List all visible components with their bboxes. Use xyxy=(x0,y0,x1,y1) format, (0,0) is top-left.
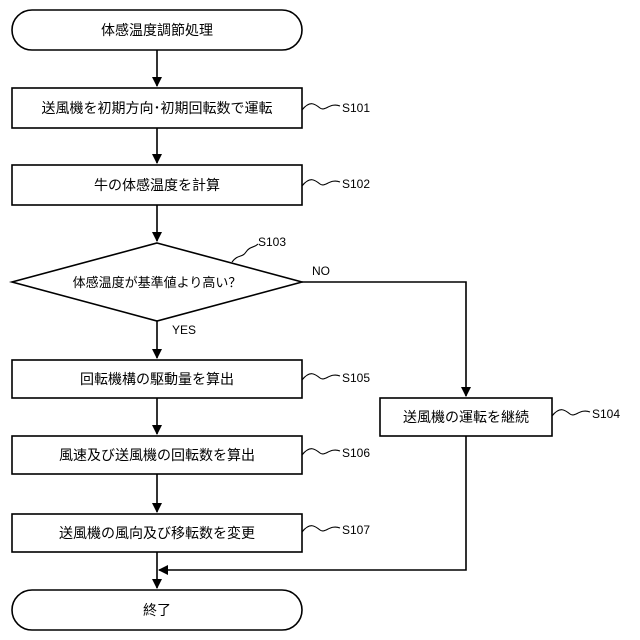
step-s106-id: S106 xyxy=(342,446,370,460)
step-s105-callout xyxy=(302,374,340,380)
step-s102-callout xyxy=(302,180,340,186)
arrow-s103-no-to-s104 xyxy=(302,282,466,396)
step-s106-callout xyxy=(302,449,340,455)
step-s104-callout xyxy=(552,410,590,416)
decision-s103-id: S103 xyxy=(258,235,286,249)
step-s101-id: S101 xyxy=(342,101,370,115)
step-s101: 送風機を初期方向･初期回転数で運転 xyxy=(12,88,302,128)
step-s107-text: 送風機の風向及び移転数を変更 xyxy=(59,525,255,542)
branch-yes-label: YES xyxy=(172,323,196,337)
decision-s103: 体感温度が基準値より高い？ xyxy=(12,243,302,321)
step-s107-callout xyxy=(302,526,340,532)
start-terminal: 体感温度調節処理 xyxy=(12,10,302,50)
step-s105-text: 回転機構の駆動量を算出 xyxy=(80,372,234,388)
step-s106-text: 風速及び送風機の回転数を算出 xyxy=(59,448,255,464)
end-terminal: 終了 xyxy=(12,590,302,630)
step-s107-id: S107 xyxy=(342,523,370,537)
step-s104-id: S104 xyxy=(592,407,620,421)
step-s102: 牛の体感温度を計算 xyxy=(12,165,302,205)
step-s104: 送風機の運転を継続 xyxy=(380,398,552,436)
step-s102-text: 牛の体感温度を計算 xyxy=(94,177,220,194)
decision-s103-callout xyxy=(232,244,258,262)
end-label: 終了 xyxy=(143,603,171,619)
decision-s103-text: 体感温度が基準値より高い？ xyxy=(73,275,242,291)
step-s105: 回転機構の駆動量を算出 xyxy=(12,360,302,398)
step-s104-text: 送風機の運転を継続 xyxy=(403,409,529,426)
step-s105-id: S105 xyxy=(342,371,370,385)
step-s106: 風速及び送風機の回転数を算出 xyxy=(12,436,302,474)
step-s101-callout xyxy=(302,104,340,110)
start-label: 体感温度調節処理 xyxy=(101,22,213,39)
step-s102-id: S102 xyxy=(342,177,370,191)
branch-no-label: NO xyxy=(312,264,330,278)
step-s101-text: 送風機を初期方向･初期回転数で運転 xyxy=(42,100,273,117)
step-s107: 送風機の風向及び移転数を変更 xyxy=(12,514,302,552)
